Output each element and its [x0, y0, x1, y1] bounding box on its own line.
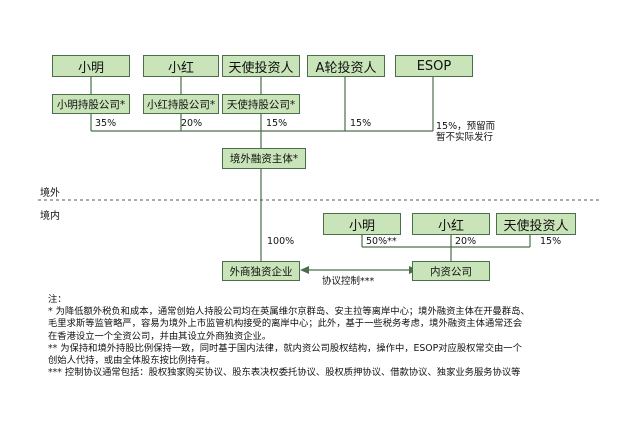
box-onshore-xiaohong: 小红	[412, 213, 490, 235]
wfoe-label: 外商独资企业	[229, 265, 293, 278]
pct-esop-note: 暂不实际发行	[436, 132, 494, 143]
pct-onshore-angel: 15%	[540, 236, 562, 247]
note-1-line-1: * 为降低额外税负和成本，通常创始人持股公司均在英属维尔京群岛、安主拉等离岸中心…	[48, 306, 530, 318]
box-esop-label: ESOP	[416, 58, 452, 74]
notes: 注： * 为降低额外税负和成本，通常创始人持股公司均在英属维尔京群岛、安主拉等离…	[48, 294, 588, 379]
box-esop: ESOP	[395, 55, 473, 77]
offshore-entity-label: 境外融资主体*	[229, 153, 299, 165]
box-onshore-angel: 天使投资人	[496, 213, 576, 235]
note-2-line-1: ** 为保持和境外持股比例保持一致，同时基于国内法律，就内资公司股权结构，操作中…	[48, 342, 522, 354]
angel-holding-label: 天使持股公司*	[226, 98, 296, 111]
box-angel-label: 天使投资人	[228, 60, 294, 76]
box-xiaohong-holding: 小红持股公司*	[143, 94, 219, 114]
box-xiaohong: 小红	[143, 55, 219, 77]
box-xiaoming-holding: 小明持股公司*	[52, 94, 130, 114]
note-1-line-3: 在香港设立一个全资公司，并由其设立外商独资企业。	[48, 330, 272, 342]
control-arrow-left	[300, 266, 309, 274]
pct-esop: 15%，预留而	[436, 121, 496, 132]
box-angel-investor: 天使投资人	[222, 55, 300, 77]
pct-a-round: 15%	[350, 118, 372, 129]
domestic-company-label: 内资公司	[430, 265, 472, 278]
notes-title: 注：	[48, 294, 67, 305]
onshore-angel-label: 天使投资人	[503, 218, 569, 234]
box-xiaohong-label: 小红	[167, 60, 194, 76]
control-label: 协议控制***	[322, 276, 375, 287]
box-xiaoming-label: 小明	[77, 60, 104, 76]
xiaoming-holding-label: 小明持股公司*	[56, 98, 126, 111]
onshore-xiaohong-label: 小红	[437, 218, 464, 234]
box-onshore-xiaoming: 小明	[323, 213, 401, 235]
box-offshore-entity: 境外融资主体*	[222, 148, 306, 169]
box-angel-holding: 天使持股公司*	[222, 94, 300, 114]
pct-xiaohong: 20%	[181, 118, 203, 129]
region-onshore: 境内	[40, 211, 60, 222]
box-wfoe: 外商独资企业	[222, 261, 300, 281]
onshore-xiaoming-label: 小明	[348, 218, 375, 234]
xiaohong-holding-label: 小红持股公司*	[146, 98, 216, 111]
box-xiaoming: 小明	[52, 55, 130, 77]
pct-wfoe: 100%	[267, 236, 295, 247]
box-domestic-company: 内资公司	[412, 261, 490, 281]
pct-onshore-xiaohong: 20%	[455, 236, 477, 247]
box-a-round-investor: A轮投资人	[307, 55, 385, 77]
note-2-line-2: 创始人代持，或由全体股东按比例持有。	[48, 355, 216, 367]
note-3: *** 控制协议通常包括：股权独家购买协议、股东表决权委托协议、股权质押协议、借…	[48, 367, 521, 379]
pct-xiaoming: 35%	[95, 118, 117, 129]
region-offshore: 境外	[40, 188, 60, 199]
note-1-line-2: 毛里求斯等监管略严，容易为境外上市监管机构接受的离岸中心；此外，基于一些税务考虑…	[48, 318, 523, 330]
box-a-round-label: A轮投资人	[315, 60, 377, 76]
pct-onshore-xiaoming: 50%**	[366, 236, 397, 247]
pct-angel: 15%	[266, 118, 288, 129]
